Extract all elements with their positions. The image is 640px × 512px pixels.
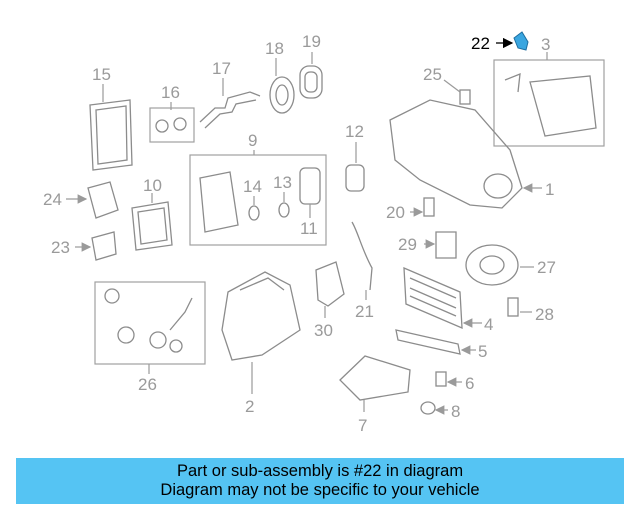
- callout-5: 5: [478, 342, 487, 361]
- part-30-actuator[interactable]: [315, 261, 345, 318]
- callout-10: 10: [143, 176, 162, 195]
- parts-diagram: 1 2 3 4 5 6 7 8 9 10 11 12 13 14 15 16 1…: [43, 31, 605, 435]
- part-12-sensor[interactable]: [345, 142, 365, 192]
- callout-9: 9: [248, 131, 257, 150]
- callout-22: 22: [471, 34, 490, 53]
- callout-12: 12: [345, 122, 364, 141]
- part-5-duct[interactable]: [395, 329, 476, 355]
- callout-24: 24: [43, 190, 62, 209]
- part-22-highlighted[interactable]: [496, 31, 529, 51]
- callout-18: 18: [265, 39, 284, 58]
- part-17-pipe[interactable]: [199, 78, 261, 129]
- part-7-tray[interactable]: [339, 355, 411, 412]
- callout-11: 11: [300, 219, 318, 238]
- callout-27: 27: [537, 258, 556, 277]
- part-4-filter[interactable]: [403, 266, 482, 330]
- part-14-oring[interactable]: [248, 196, 260, 221]
- part-19-gasket[interactable]: [299, 52, 323, 99]
- part-23-bracket[interactable]: [75, 231, 117, 261]
- callout-23: 23: [51, 238, 70, 257]
- part-20-bolt[interactable]: [410, 197, 435, 217]
- callout-3: 3: [541, 35, 550, 54]
- group-box-26: [94, 281, 206, 365]
- callout-7: 7: [358, 416, 367, 435]
- callout-6: 6: [465, 374, 474, 393]
- part-26-kit[interactable]: [104, 288, 193, 374]
- banner-line-2: Diagram may not be specific to your vehi…: [160, 481, 480, 499]
- part-27-blower[interactable]: [465, 244, 534, 286]
- callout-13: 13: [273, 173, 292, 192]
- part-29-bracket[interactable]: [424, 231, 457, 259]
- part-18-seal[interactable]: [269, 58, 295, 114]
- group-box-9: [189, 154, 327, 246]
- part-24-actuator[interactable]: [66, 181, 119, 219]
- callout-16: 16: [161, 83, 180, 102]
- part-21-rod[interactable]: [351, 221, 373, 300]
- part-6-bolt[interactable]: [435, 371, 462, 387]
- callout-21: 21: [355, 302, 374, 321]
- callout-25: 25: [423, 65, 442, 84]
- callout-8: 8: [451, 402, 460, 421]
- part-3-insulator[interactable]: [504, 52, 597, 137]
- part-11-valve[interactable]: [299, 167, 321, 218]
- part-15-filter[interactable]: [89, 84, 133, 171]
- banner-line-1: Part or sub-assembly is #22 in diagram: [176, 462, 464, 480]
- group-box-16: [149, 107, 195, 143]
- part-28-screw[interactable]: [507, 297, 532, 317]
- callout-28: 28: [535, 305, 554, 324]
- part-16-clips[interactable]: [155, 102, 187, 133]
- callout-26: 26: [138, 375, 157, 394]
- part-9-housing[interactable]: [199, 150, 255, 233]
- callout-17: 17: [212, 59, 231, 78]
- part-8-clip[interactable]: [420, 401, 448, 415]
- part-25-screw[interactable]: [443, 79, 471, 105]
- part-10-frame[interactable]: [131, 193, 173, 251]
- callout-20: 20: [386, 203, 405, 222]
- group-box-3: [493, 59, 605, 147]
- callout-2: 2: [245, 397, 254, 416]
- callout-1: 1: [545, 180, 554, 199]
- part-2-case[interactable]: [221, 271, 301, 394]
- callout-30: 30: [314, 321, 333, 340]
- part-1-unit[interactable]: [389, 99, 542, 209]
- callout-15: 15: [92, 65, 111, 84]
- callout-29: 29: [398, 235, 417, 254]
- part-13-oring[interactable]: [278, 192, 290, 218]
- callout-14: 14: [243, 177, 262, 196]
- callout-4: 4: [484, 315, 493, 334]
- info-banner: Part or sub-assembly is #22 in diagram D…: [16, 458, 624, 504]
- callout-19: 19: [302, 32, 321, 51]
